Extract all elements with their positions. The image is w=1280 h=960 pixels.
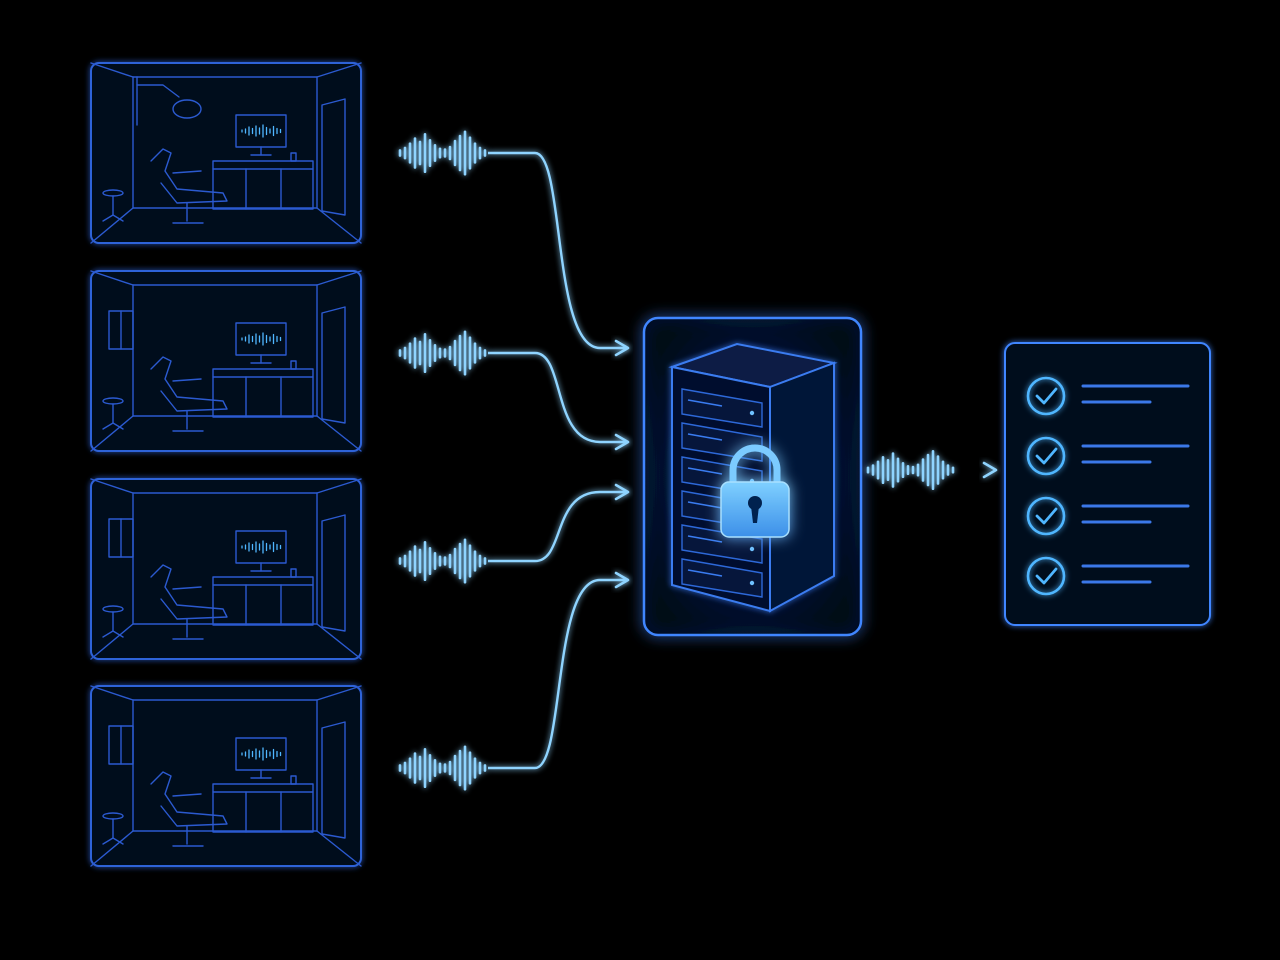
drive-slot-line [687,569,723,577]
check-circle-icon [1026,436,1066,476]
chair-armrest [172,378,202,382]
chair-armrest [172,170,202,174]
checkmark-icon [1035,507,1058,525]
checklist-item [1026,376,1190,416]
drive-slot-line [687,467,723,475]
dental-chair [150,771,228,827]
output-arrowhead [982,461,998,479]
stool-legs [102,214,124,222]
bottle [290,152,297,162]
floor-edge [90,830,362,867]
room-panel-4 [90,685,362,867]
drive-led [749,580,755,586]
counter [212,576,314,626]
drive-slot-line [687,433,723,441]
door [321,721,346,839]
room-frame [90,478,362,660]
stool-legs [102,422,124,430]
dental-operatory-icon [90,478,362,660]
chair-armrest [172,586,202,590]
room-panel-3 [90,478,362,660]
dental-rooms [90,62,362,867]
document-panel [1004,342,1211,626]
room-frame [90,685,362,867]
drive-slot-line [687,399,723,407]
room-panel-1 [90,62,362,244]
light-arm [136,76,180,98]
door [321,306,346,424]
counter [212,160,314,210]
room-frame [90,270,362,452]
connector-arrowhead [614,433,630,451]
audio-connectors [361,130,630,791]
connector-1 [361,130,630,357]
padlock-icon [720,444,790,538]
counter [212,368,314,418]
drive-slot-line [687,535,723,543]
checklist-items [1026,376,1190,596]
ceiling-edge [90,270,362,286]
connector-curve [488,151,628,350]
door [321,514,346,632]
drive-slot [681,388,763,428]
connector-3 [361,483,630,584]
audio-waveform-4 [398,745,487,791]
audio-waveform-3 [398,538,487,584]
chair-armrest [172,793,202,797]
counter [212,783,314,833]
checkmark-icon [1035,447,1058,465]
checklist-document [1004,342,1211,626]
secure-server [642,316,863,637]
drive-led [749,410,755,416]
output-audio-link [861,449,998,491]
bottle [290,568,297,578]
room-frame [90,62,362,244]
check-circle-icon [1026,376,1066,416]
floor-edge [90,415,362,452]
connector-arrowhead [614,339,630,357]
checkmark-icon [1035,567,1058,585]
dental-operatory-icon [90,270,362,452]
stool-legs [102,837,124,845]
bottle [290,775,297,785]
audio-waveform-2 [398,330,487,376]
dental-chair [150,148,228,204]
overhead-light [172,99,202,119]
door [321,98,346,216]
checklist-item [1026,496,1190,536]
floor-edge [90,623,362,660]
checkmark-icon [1035,387,1058,405]
connector-4 [361,571,630,791]
ceiling-edge [90,62,362,78]
audio-waveform-1 [398,130,487,176]
connector-2 [361,330,630,451]
drive-slot-line [687,501,723,509]
connector-curve [488,351,628,444]
drive-led [749,546,755,552]
audio-waveform-output [866,449,955,491]
connector-arrowhead [614,483,630,501]
check-circle-icon [1026,556,1066,596]
checklist-item [1026,436,1190,476]
ceiling-edge [90,478,362,494]
ceiling-edge [90,685,362,701]
connector-curve [488,490,628,563]
bottle [290,360,297,370]
check-circle-icon [1026,496,1066,536]
dental-chair [150,356,228,412]
dental-operatory-with-overhead-light-icon [90,62,362,244]
connector-arrowhead [614,571,630,589]
drive-slot [681,558,763,598]
checklist-item [1026,556,1190,596]
stool-legs [102,630,124,638]
dental-operatory-icon [90,685,362,867]
dental-chair [150,564,228,620]
room-panel-2 [90,270,362,452]
connector-curve [488,578,628,770]
floor-edge [90,207,362,244]
